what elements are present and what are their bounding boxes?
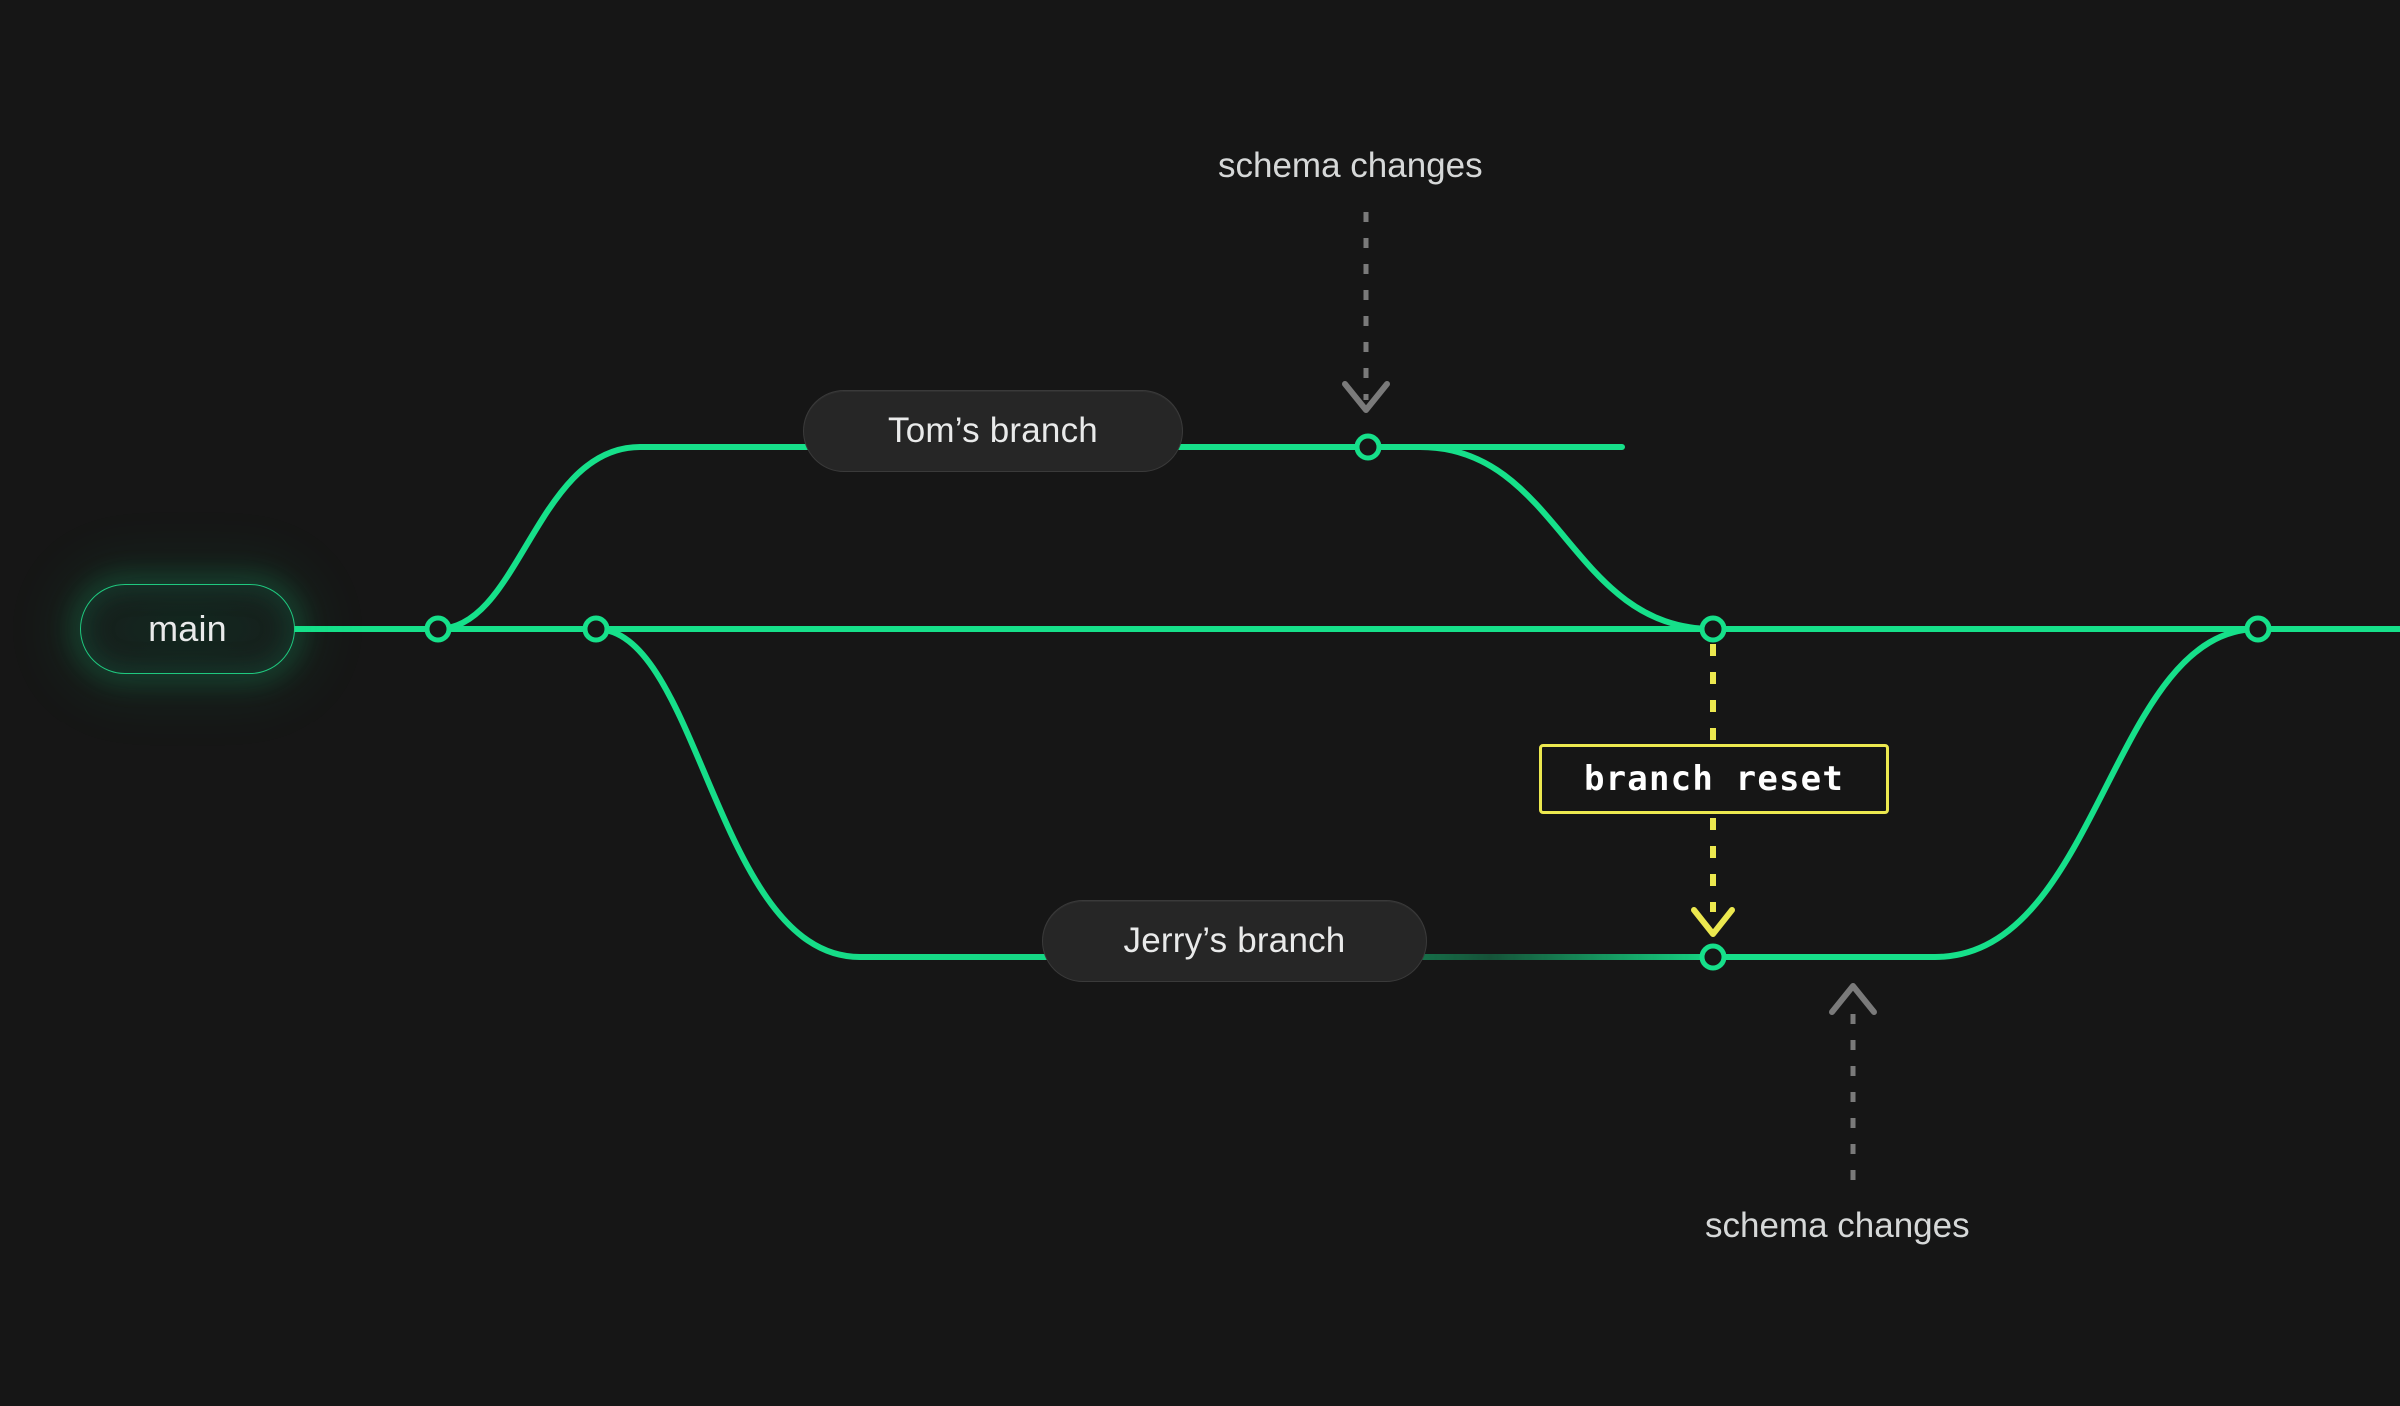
jerry-branch-pill[interactable]: Jerry’s branch (1042, 900, 1427, 982)
main-branch-pill[interactable]: main (80, 584, 295, 674)
schema-changes-top-arrow (1342, 212, 1390, 413)
arrowhead-down-icon (1342, 381, 1390, 413)
branch-reset-callout-label: branch reset (1583, 759, 1845, 799)
jerry-branch-line (593, 626, 1716, 960)
commit-jerry-reset[interactable] (1699, 943, 1727, 971)
commit-main-fork-jerry[interactable] (582, 615, 610, 643)
tom-branch-line (435, 444, 1625, 632)
commit-tom-schema[interactable] (1354, 433, 1382, 461)
schema-changes-top-label: schema changes (1218, 146, 1483, 185)
tom-branch-merge-curve (1417, 444, 1716, 632)
commit-main-fork-tom[interactable] (424, 615, 452, 643)
commit-main-merge[interactable] (2244, 615, 2272, 643)
commit-main-reset-point[interactable] (1699, 615, 1727, 643)
branch-reset-connector (1691, 644, 1735, 937)
main-branch-pill-label: main (148, 608, 227, 649)
schema-changes-bottom-label: schema changes (1705, 1206, 1970, 1245)
arrowhead-reset-down-icon (1691, 907, 1735, 937)
schema-changes-bottom-arrow (1829, 983, 1877, 1180)
jerry-branch-merge-curve (1710, 626, 2261, 960)
branch-reset-callout[interactable]: branch reset (1539, 744, 1889, 814)
arrowhead-up-icon (1829, 983, 1877, 1015)
tom-branch-pill[interactable]: Tom’s branch (803, 390, 1183, 472)
line-glow-layer (295, 444, 2400, 960)
jerry-branch-pill-label: Jerry’s branch (1123, 921, 1346, 960)
tom-branch-pill-label: Tom’s branch (888, 411, 1098, 450)
commit-nodes-layer (424, 433, 2272, 971)
